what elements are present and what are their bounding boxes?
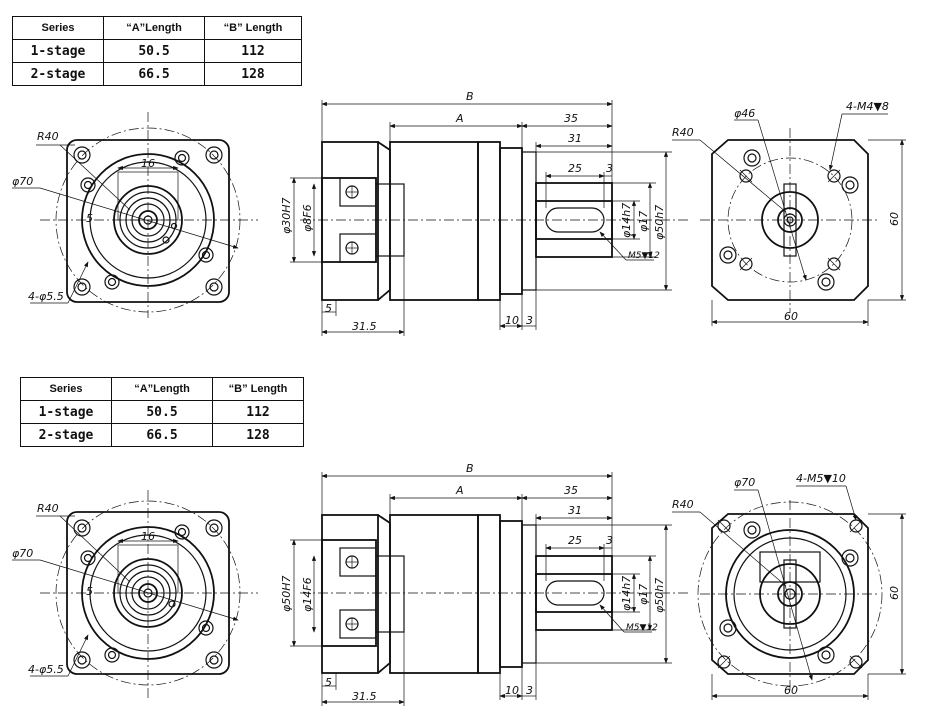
table-row: 1-stage 50.5 112 bbox=[20, 400, 304, 424]
top-left-16-label: 16 bbox=[141, 157, 155, 170]
b-length-cell: 128 bbox=[204, 62, 302, 86]
bottom-left-5-label: 5 bbox=[86, 585, 93, 598]
b-length-cell: 112 bbox=[204, 39, 302, 63]
bottom-side-A-label: A bbox=[455, 484, 464, 497]
bottom-side-35-label: 35 bbox=[564, 484, 578, 497]
top-right-60w-label: 60 bbox=[784, 310, 798, 323]
bottom-side-5-label: 5 bbox=[325, 676, 332, 689]
top-side-view: B A 35 31 25 3 φ30H7 φ8F6 φ14h7 φ17 φ50h… bbox=[280, 90, 688, 336]
table-row: 2-stage 66.5 128 bbox=[12, 62, 302, 86]
bottom-side-spigot-label: φ50h7 bbox=[653, 578, 666, 613]
top-side-shaft1-label: φ14h7 bbox=[620, 203, 633, 238]
top-side-B-label: B bbox=[466, 90, 474, 103]
bottom-side-3b-label: 3 bbox=[526, 684, 533, 697]
top-right-holes-label: 4-M4▼8 bbox=[846, 100, 889, 113]
bottom-right-60w-label: 60 bbox=[784, 684, 798, 697]
bottom-left-holes-label: 4-φ5.5 bbox=[28, 663, 64, 676]
bottom-side-shaft2-label: φ17 bbox=[637, 584, 650, 605]
bottom-side-10-label: 10 bbox=[505, 684, 519, 697]
bottom-right-phi70-label: φ70 bbox=[734, 476, 755, 489]
col-header-a-length: “A”Length bbox=[103, 16, 205, 40]
table-row: 2-stage 66.5 128 bbox=[20, 423, 304, 447]
series-cell: 2-stage bbox=[12, 62, 104, 86]
bottom-side-view: B A 35 31 25 3 φ50H7 φ14F6 φ14h7 φ17 φ50… bbox=[280, 462, 688, 706]
bottom-side-bore-inner-label: φ14F6 bbox=[301, 577, 314, 612]
col-header-series: Series bbox=[20, 377, 112, 401]
a-length-cell: 50.5 bbox=[111, 400, 213, 424]
top-front-view-input: R40 φ70 16 5 4-φ5.5 bbox=[12, 112, 258, 318]
top-right-60h-label: 60 bbox=[888, 212, 901, 226]
spec-table-bottom: Series “A”Length “B” Length 1-stage 50.5… bbox=[20, 377, 304, 447]
col-header-series: Series bbox=[12, 16, 104, 40]
bottom-front-view-input: R40 φ70 16 5 4-φ5.5 bbox=[12, 490, 258, 700]
top-side-5-label: 5 bbox=[325, 302, 332, 315]
top-side-3a-label: 3 bbox=[606, 162, 613, 175]
col-header-b-length: “B” Length bbox=[212, 377, 304, 401]
top-side-spigot-label: φ50h7 bbox=[653, 205, 666, 240]
bottom-side-tap-label: M5▼12 bbox=[626, 623, 658, 633]
bottom-side-3a-label: 3 bbox=[606, 534, 613, 547]
top-side-10-label: 10 bbox=[505, 314, 519, 327]
top-side-bore-inner-label: φ8F6 bbox=[301, 204, 314, 232]
a-length-cell: 66.5 bbox=[103, 62, 205, 86]
bottom-left-phi70-label: φ70 bbox=[12, 547, 33, 560]
series-cell: 1-stage bbox=[20, 400, 112, 424]
table-row: 1-stage 50.5 112 bbox=[12, 39, 302, 63]
top-side-25-label: 25 bbox=[568, 162, 582, 175]
top-side-31.5-label: 31.5 bbox=[352, 320, 377, 333]
top-side-A-label: A bbox=[455, 112, 464, 125]
col-header-a-length: “A”Length bbox=[111, 377, 213, 401]
bottom-left-r40-label: R40 bbox=[37, 502, 59, 515]
top-left-phi70-label: φ70 bbox=[12, 175, 33, 188]
top-side-shaft2-label: φ17 bbox=[637, 211, 650, 232]
top-side-31-label: 31 bbox=[568, 132, 582, 145]
top-left-holes-label: 4-φ5.5 bbox=[28, 290, 64, 303]
bottom-side-31.5-label: 31.5 bbox=[352, 690, 377, 703]
bottom-side-25-label: 25 bbox=[568, 534, 582, 547]
series-cell: 2-stage bbox=[20, 423, 112, 447]
bottom-right-holes-label: 4-M5▼10 bbox=[796, 472, 846, 485]
bottom-right-r40-label: R40 bbox=[672, 498, 694, 511]
b-length-cell: 128 bbox=[212, 423, 304, 447]
spec-table-top: Series “A”Length “B” Length 1-stage 50.5… bbox=[12, 16, 302, 86]
a-length-cell: 66.5 bbox=[111, 423, 213, 447]
top-side-35-label: 35 bbox=[564, 112, 578, 125]
bottom-side-bore-outer-label: φ50H7 bbox=[280, 575, 293, 612]
top-right-r40-label: R40 bbox=[672, 126, 694, 139]
top-left-5-label: 5 bbox=[86, 212, 93, 225]
top-side-bore-outer-label: φ30H7 bbox=[280, 197, 293, 234]
top-right-phi46-label: φ46 bbox=[734, 107, 755, 120]
top-side-tap-label: M5▼12 bbox=[628, 251, 660, 261]
bottom-side-31-label: 31 bbox=[568, 504, 582, 517]
bottom-side-shaft1-label: φ14h7 bbox=[620, 576, 633, 611]
bottom-left-16-label: 16 bbox=[141, 530, 155, 543]
bottom-front-view-output: R40 φ70 4-M5▼10 60 60 bbox=[672, 472, 906, 700]
bottom-side-B-label: B bbox=[466, 462, 474, 475]
b-length-cell: 112 bbox=[212, 400, 304, 424]
top-front-view-output: R40 φ46 4-M4▼8 60 60 bbox=[672, 100, 906, 326]
series-cell: 1-stage bbox=[12, 39, 104, 63]
top-left-r40-label: R40 bbox=[37, 130, 59, 143]
top-side-3b-label: 3 bbox=[526, 314, 533, 327]
bottom-right-60h-label: 60 bbox=[888, 586, 901, 600]
